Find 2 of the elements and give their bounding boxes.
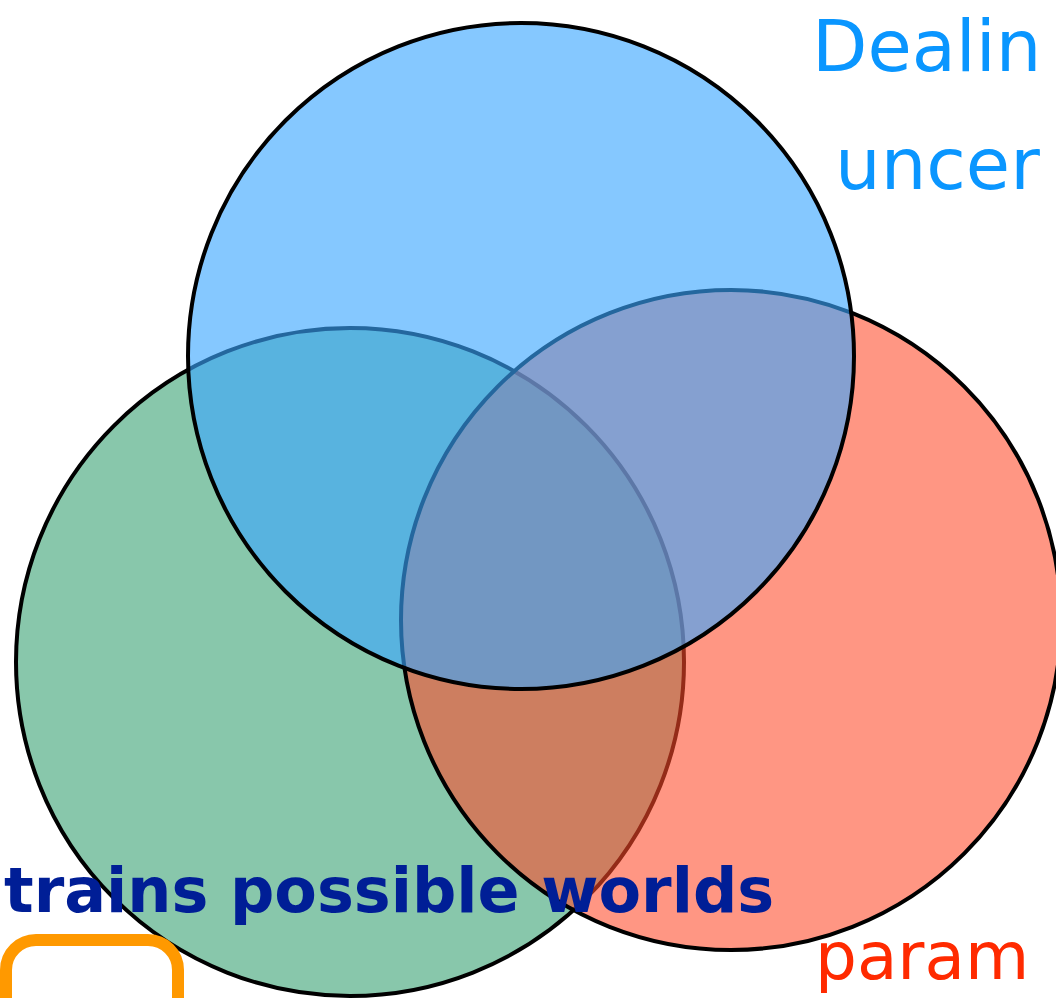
venn-label: Dealin [812,10,1042,82]
venn-label: uncer [835,128,1040,200]
